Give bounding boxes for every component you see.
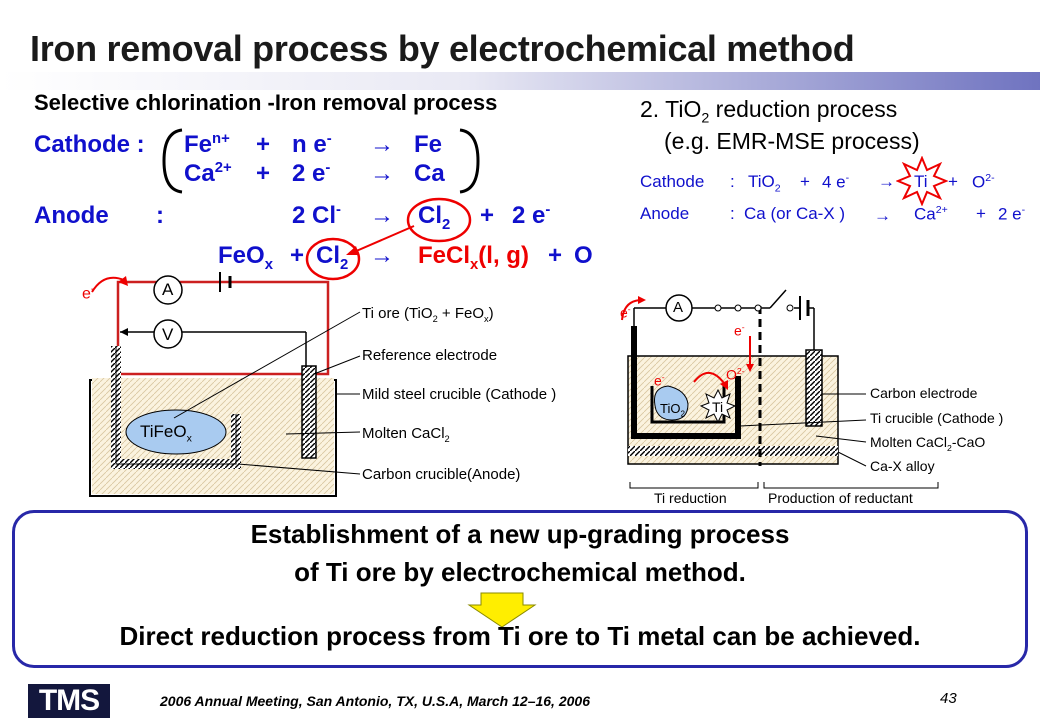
cathode-label: Cathode :	[34, 131, 145, 158]
label-ca-x-alloy: Ca-X alloy	[870, 458, 935, 474]
right-anode-plus: +	[976, 204, 986, 223]
right-anode-electron: 2 e-	[998, 204, 1026, 224]
cathode-eq2-product: Ca	[414, 160, 445, 187]
right-tio2-label: TiO2	[660, 401, 685, 419]
page-number: 43	[940, 690, 957, 707]
anode-eq-cl: 2 Cl-	[292, 202, 341, 229]
label-ti-ore: Ti ore (TiO2 + FeOx)	[362, 305, 494, 324]
feox-eq-cl2: Cl2	[316, 242, 349, 273]
cathode-eq1-plus: +	[256, 131, 271, 158]
conclusion-box: Establishment of a new up-grading proces…	[12, 510, 1028, 668]
left-electron-label: e-	[82, 284, 95, 303]
right-anode-ca2: Ca2+	[914, 204, 948, 224]
right-anode-colon: :	[730, 204, 735, 223]
right-ammeter-label: A	[673, 299, 684, 316]
cathode-eq2-ca: Ca2+	[184, 160, 232, 187]
right-heading-line1: 2. TiO2 reduction process	[640, 96, 898, 127]
left-bracket	[162, 128, 183, 194]
ore-label: TiFeOx	[140, 422, 192, 445]
tms-logo: TMS	[28, 684, 110, 718]
feox-eq-o: O	[574, 242, 593, 269]
left-voltmeter-label: V	[162, 325, 174, 344]
cathode-eq1-electron: n e-	[292, 131, 332, 158]
left-ammeter-label: A	[162, 280, 174, 299]
anode-eq-electron: 2 e-	[512, 202, 551, 229]
conclusion-line3: Direct reduction process from Ti ore to …	[119, 621, 921, 651]
right-electron-label-1: e-	[620, 304, 631, 321]
right-anode-arrow: →	[874, 206, 891, 225]
right-electron-label-3: e-	[654, 372, 665, 389]
right-cathode-ti: Ti	[914, 172, 928, 191]
cathode-eq1-arrow: →	[370, 131, 394, 158]
footer-meeting: 2006 Annual Meeting, San Antonio, TX, U.…	[160, 693, 590, 709]
right-heading-line2: (e.g. EMR-MSE process)	[664, 128, 920, 154]
anode-eq-arrow: →	[370, 202, 394, 229]
right-cathode-o: O2-	[972, 172, 995, 192]
reaction-red-arrow	[346, 225, 415, 255]
label-ti-reduction: Ti reduction	[654, 490, 727, 506]
right-o2-label: O2-	[726, 366, 745, 383]
right-bracket	[459, 128, 480, 194]
right-cell-diagram	[621, 289, 939, 489]
label-mild-steel-crucible: Mild steel crucible (Cathode )	[362, 386, 557, 403]
right-cathode-label: Cathode	[640, 172, 705, 191]
right-electron-label-2: e-	[734, 322, 745, 339]
label-carbon-crucible: Carbon crucible(Anode)	[362, 466, 521, 483]
left-heading: Selective chlorination -Iron removal pro…	[34, 90, 498, 115]
feox-eq-plus: +	[290, 242, 305, 269]
slide-title: Iron removal process by electrochemical …	[30, 28, 855, 69]
right-cathode-plus: +	[800, 172, 810, 191]
right-ti-label: Ti	[712, 399, 724, 415]
label-production-of-reductant: Production of reductant	[768, 490, 913, 506]
label-molten-cacl2-cao: Molten CaCl2-CaO	[870, 434, 986, 453]
feox-eq-feox: FeOx	[218, 242, 273, 273]
down-arrow-icon	[467, 592, 537, 628]
right-cathode-tio2: TiO2	[748, 172, 781, 195]
cathode-eq1-product: Fe	[414, 131, 443, 158]
label-ti-crucible: Ti crucible (Cathode )	[870, 410, 1004, 426]
feox-eq-arrow: →	[370, 242, 394, 269]
cathode-eq1-fe: Fen+	[184, 131, 230, 158]
left-cell-diagram	[89, 272, 361, 497]
conclusion-line2: of Ti ore by electrochemical method.	[294, 557, 746, 587]
cathode-eq2-arrow: →	[370, 160, 394, 187]
title-gradient-bar	[0, 72, 1040, 90]
cl2-circle-highlight-2	[305, 237, 361, 281]
right-cathode-arrow: →	[878, 172, 895, 191]
right-anode-label: Anode	[640, 204, 690, 223]
label-reference-electrode: Reference electrode	[362, 347, 498, 364]
conclusion-line1: Establishment of a new up-grading proces…	[250, 519, 790, 549]
feox-eq-fecl: FeClx(l, g)	[418, 242, 529, 273]
anode-label: Anode	[34, 202, 109, 229]
anode-eq-plus: +	[480, 202, 495, 229]
label-molten-cacl2: Molten CaCl2	[362, 425, 450, 444]
ti-starburst-icon	[896, 156, 948, 206]
right-anode-ca: Ca (or Ca-X )	[744, 204, 846, 223]
feox-eq-plus2: +	[548, 242, 563, 269]
right-cathode-colon: :	[730, 172, 735, 191]
anode-eq-cl2: Cl2	[418, 202, 451, 233]
cathode-eq2-electron: 2 e-	[292, 160, 331, 187]
right-cathode-plus2: +	[948, 172, 958, 191]
cathode-eq2-plus: +	[256, 160, 271, 187]
cl2-circle-highlight	[406, 197, 472, 243]
anode-colon: :	[156, 202, 164, 229]
right-cathode-electron: 4 e-	[822, 172, 850, 192]
label-carbon-electrode: Carbon electrode	[870, 385, 978, 401]
